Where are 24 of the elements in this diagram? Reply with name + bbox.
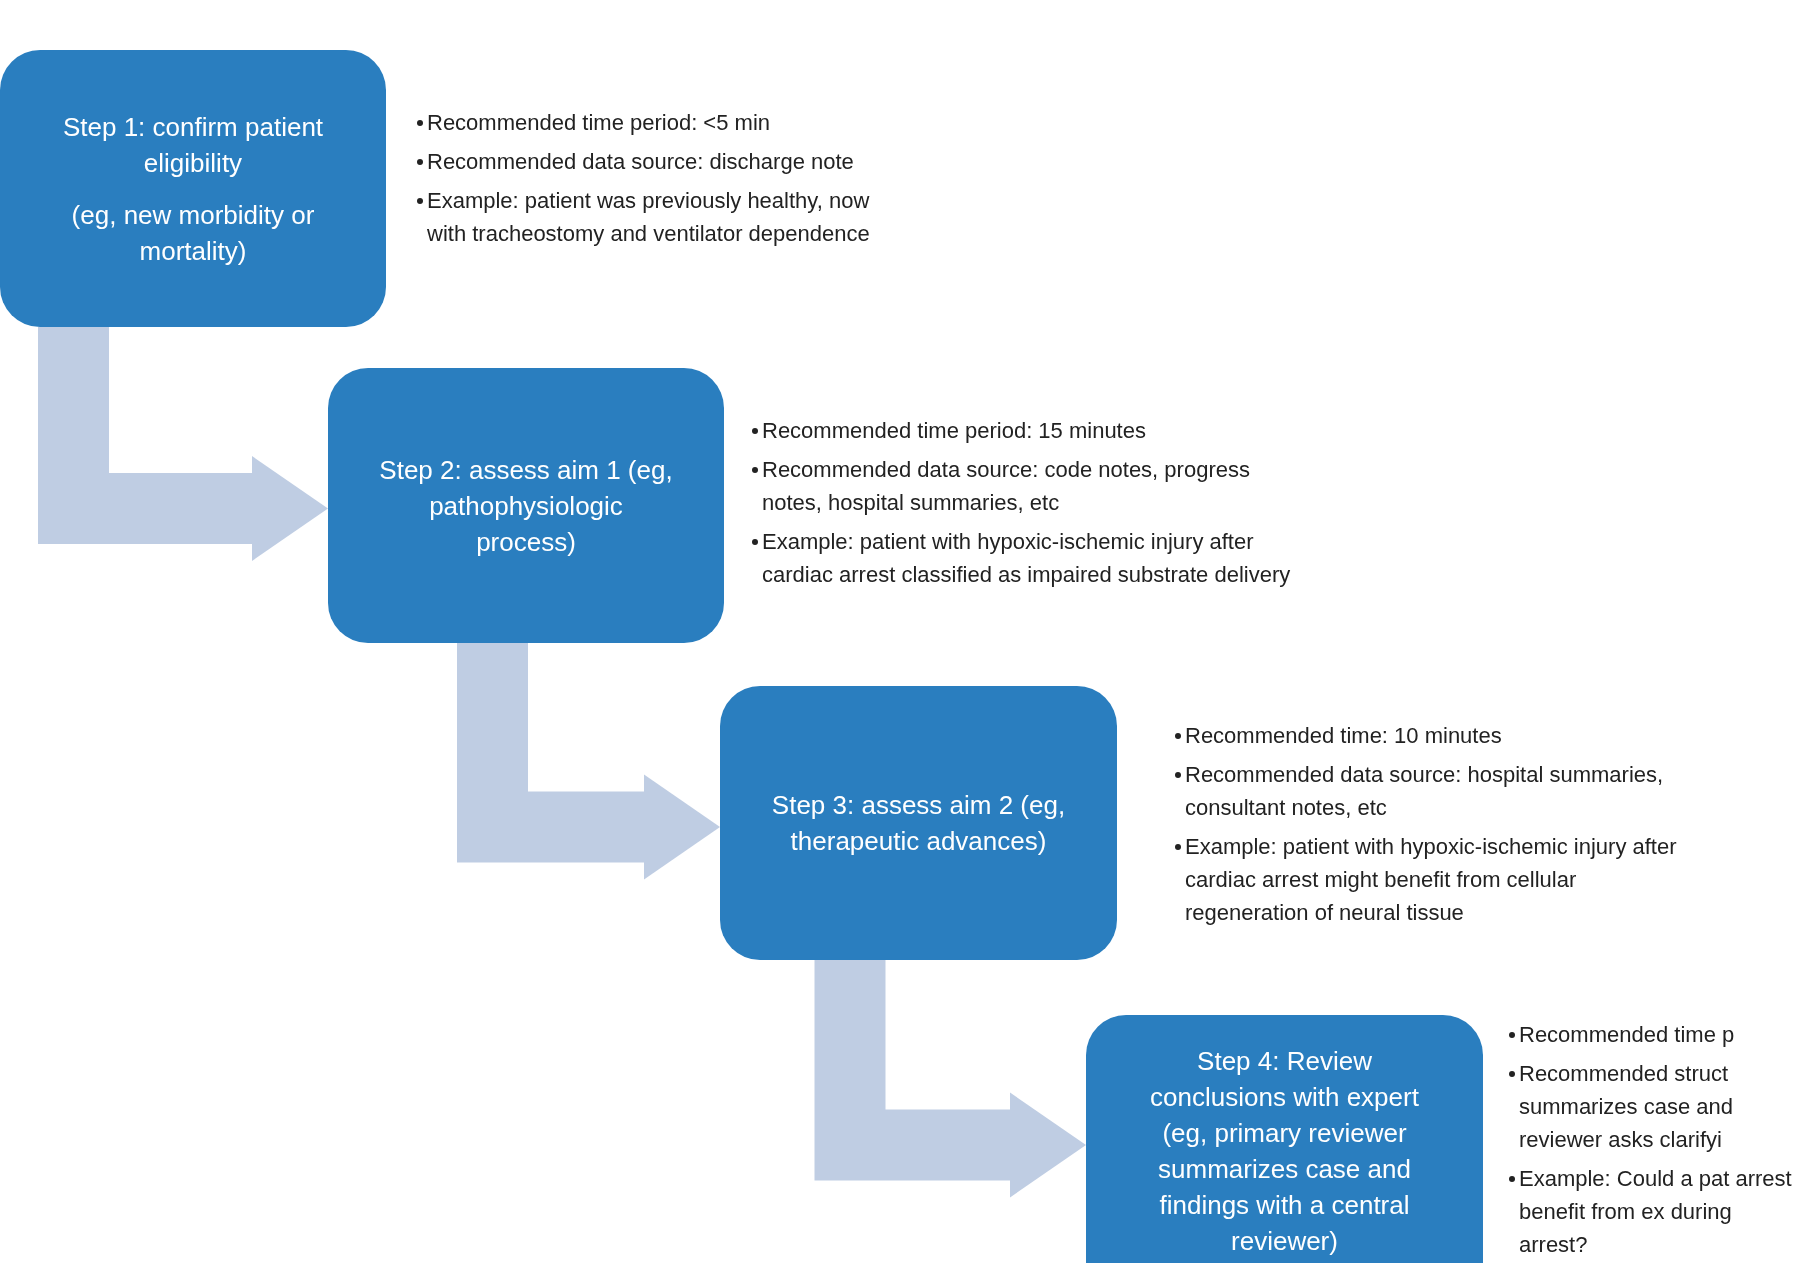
step-text: Step 4: Review conclusions with expert (eg, primary reviewer summarizes case and findings with a central reviewer) [1149,1045,1420,1258]
note-text: Recommended time period: 15 minutes [762,417,1146,445]
note-text: Example: patient with hypoxic-ischemic injury after cardiac arrest might benefit from cellular regeneration of neural tissue [1185,833,1678,927]
step-box [1086,1015,1483,1263]
note-text: Example: Could a pat arrest benefit from ex during arrest? [1519,1165,1793,1259]
note-text: Recommended data source: hospital summaries, consultant notes, etc [1185,761,1665,822]
block-arrow [38,327,328,561]
note-text: Recommended struct summarizes case and reviewer asks clarifyi [1519,1060,1734,1154]
step-text: Step 1: confirm patient eligibility [61,110,325,180]
note-text: Recommended data source: discharge note [427,148,854,176]
note-text: Recommended time period: <5 min [427,109,770,137]
note-text: Recommended time: 10 minutes [1185,722,1502,750]
note-text: Recommended time p [1519,1021,1735,1049]
note-text: Example: patient was previously healthy, now with tracheostomy and ventilator dependence [427,187,871,248]
step-box [328,368,724,643]
note-text: Recommended data source: code notes, progress notes, hospital summaries, etc [762,456,1251,517]
step-text: (eg, new morbidity or mortality) [70,198,316,268]
block-arrow [457,643,720,880]
block-arrow [814,960,1086,1198]
step-box [0,50,386,327]
note-text: Example: patient with hypoxic-ischemic injury after cardiac arrest classified as impaired substrate delivery [762,528,1292,589]
step-text: Step 3: assess aim 2 (eg, therapeutic advances) [770,789,1067,858]
step-text: Step 2: assess aim 1 (eg, pathophysiologic process) [378,453,674,559]
step-box [720,686,1117,960]
